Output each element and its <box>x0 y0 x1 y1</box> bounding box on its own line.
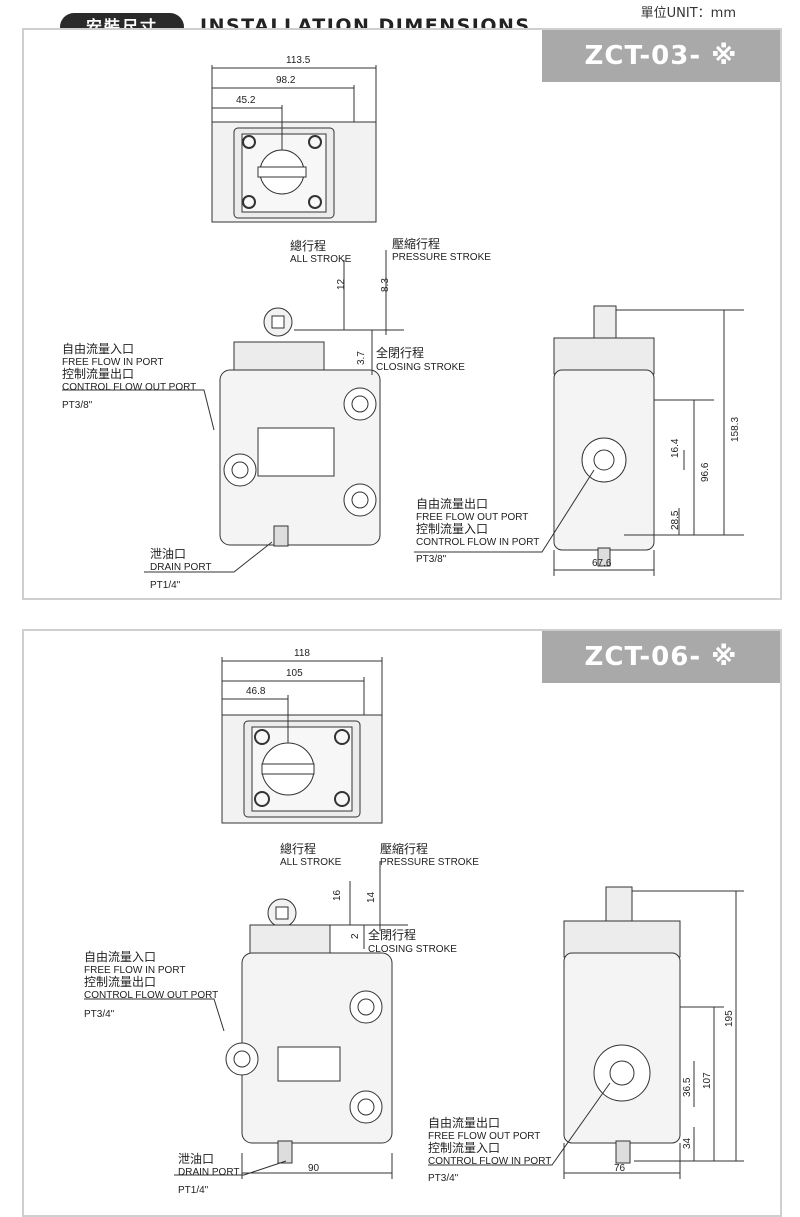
drain-port-cn: 泄油口 <box>150 547 186 561</box>
drawing-panel-zct03: ZCT-03- ※ <box>22 28 782 600</box>
out-port-size: PT3/4" <box>428 1173 459 1184</box>
dim-side-width: 67.6 <box>592 558 612 569</box>
drain-port-cn: 泄油口 <box>178 1152 214 1166</box>
out-port-en-1: FREE FLOW OUT PORT <box>428 1131 540 1142</box>
out-port-cn-1: 自由流量出口 <box>428 1116 500 1130</box>
in-port-size: PT3/8" <box>62 400 93 411</box>
all-stroke-value: 12 <box>336 278 347 290</box>
out-port-cn-2: 控制流量入口 <box>428 1141 500 1155</box>
drawing-panel-zct06: ZCT-06- ※ <box>22 629 782 1217</box>
all-stroke-en: ALL STROKE <box>290 254 352 265</box>
out-port-cn-1: 自由流量出口 <box>416 497 488 511</box>
out-port-size: PT3/8" <box>416 554 447 565</box>
dim-side-height: 158.3 <box>730 417 741 442</box>
in-port-en-2: CONTROL FLOW OUT PORT <box>84 990 218 1001</box>
all-stroke-en: ALL STROKE <box>280 857 342 868</box>
in-port-size: PT3/4" <box>84 1009 115 1020</box>
closing-stroke-value: 2 <box>350 933 361 939</box>
closing-stroke-cn: 全閉行程 <box>368 927 416 942</box>
in-port-cn-1: 自由流量入口 <box>84 950 156 964</box>
dim-overall-width: 118 <box>294 648 310 659</box>
in-port-en-1: FREE FLOW IN PORT <box>84 965 186 976</box>
dim-overall-width: 113.5 <box>286 55 311 66</box>
closing-stroke-cn: 全閉行程 <box>376 345 424 360</box>
closing-stroke-value: 3.7 <box>356 351 367 365</box>
all-stroke-cn: 總行程 <box>290 238 326 253</box>
in-port-cn-2: 控制流量出口 <box>62 367 134 381</box>
dim-side-port-height: 107 <box>702 1072 713 1089</box>
dim-center-offset: 46.8 <box>246 686 266 697</box>
dim-front-width: 90 <box>308 1163 320 1174</box>
dim-side-port-height: 96.6 <box>700 462 711 482</box>
dim-side-port-offset: 16.4 <box>670 438 681 458</box>
all-stroke-cn: 總行程 <box>280 841 316 856</box>
dim-side-width: 76 <box>614 1163 626 1174</box>
closing-stroke-en: CLOSING STROKE <box>368 944 457 955</box>
drawing-zct03: 113.5 98.2 45.2 總行程 ALL STROKE 12 壓縮行程 P… <box>62 55 744 591</box>
drawing-zct06: 118 105 46.8 總行程 ALL STROKE 16 壓縮行程 PRES… <box>84 648 744 1196</box>
drain-port-size: PT1/4" <box>150 580 181 591</box>
dim-center-offset: 45.2 <box>236 95 256 106</box>
dim-side-port-offset: 36.5 <box>682 1077 693 1097</box>
model-tag: ZCT-06- ※ <box>542 631 780 683</box>
in-port-cn-1: 自由流量入口 <box>62 342 134 356</box>
dim-bolt-width: 98.2 <box>276 75 296 86</box>
out-port-en-2: CONTROL FLOW IN PORT <box>428 1156 551 1167</box>
pressure-stroke-en: PRESSURE STROKE <box>392 252 491 263</box>
pressure-stroke-en: PRESSURE STROKE <box>380 857 479 868</box>
out-port-en-2: CONTROL FLOW IN PORT <box>416 537 539 548</box>
drain-port-en: DRAIN PORT <box>150 562 212 573</box>
closing-stroke-en: CLOSING STROKE <box>376 362 465 373</box>
all-stroke-value: 16 <box>332 889 343 901</box>
model-tag: ZCT-03- ※ <box>542 30 780 82</box>
drain-port-en: DRAIN PORT <box>178 1167 240 1178</box>
out-port-cn-2: 控制流量入口 <box>416 522 488 536</box>
in-port-cn-2: 控制流量出口 <box>84 975 156 989</box>
pressure-stroke-cn: 壓縮行程 <box>380 841 428 856</box>
pressure-stroke-cn: 壓縮行程 <box>392 236 440 251</box>
in-port-en-2: CONTROL FLOW OUT PORT <box>62 382 196 393</box>
dim-bolt-width: 105 <box>286 668 303 679</box>
dim-side-base: 28.5 <box>670 510 681 530</box>
pressure-stroke-value: 14 <box>366 891 377 903</box>
in-port-en-1: FREE FLOW IN PORT <box>62 357 164 368</box>
drain-port-size: PT1/4" <box>178 1185 209 1196</box>
dim-side-base: 34 <box>682 1137 693 1149</box>
dim-side-height: 195 <box>724 1010 735 1027</box>
unit-note: 單位UNIT：mm <box>640 6 736 21</box>
out-port-en-1: FREE FLOW OUT PORT <box>416 512 528 523</box>
pressure-stroke-value: 8.3 <box>380 278 391 292</box>
